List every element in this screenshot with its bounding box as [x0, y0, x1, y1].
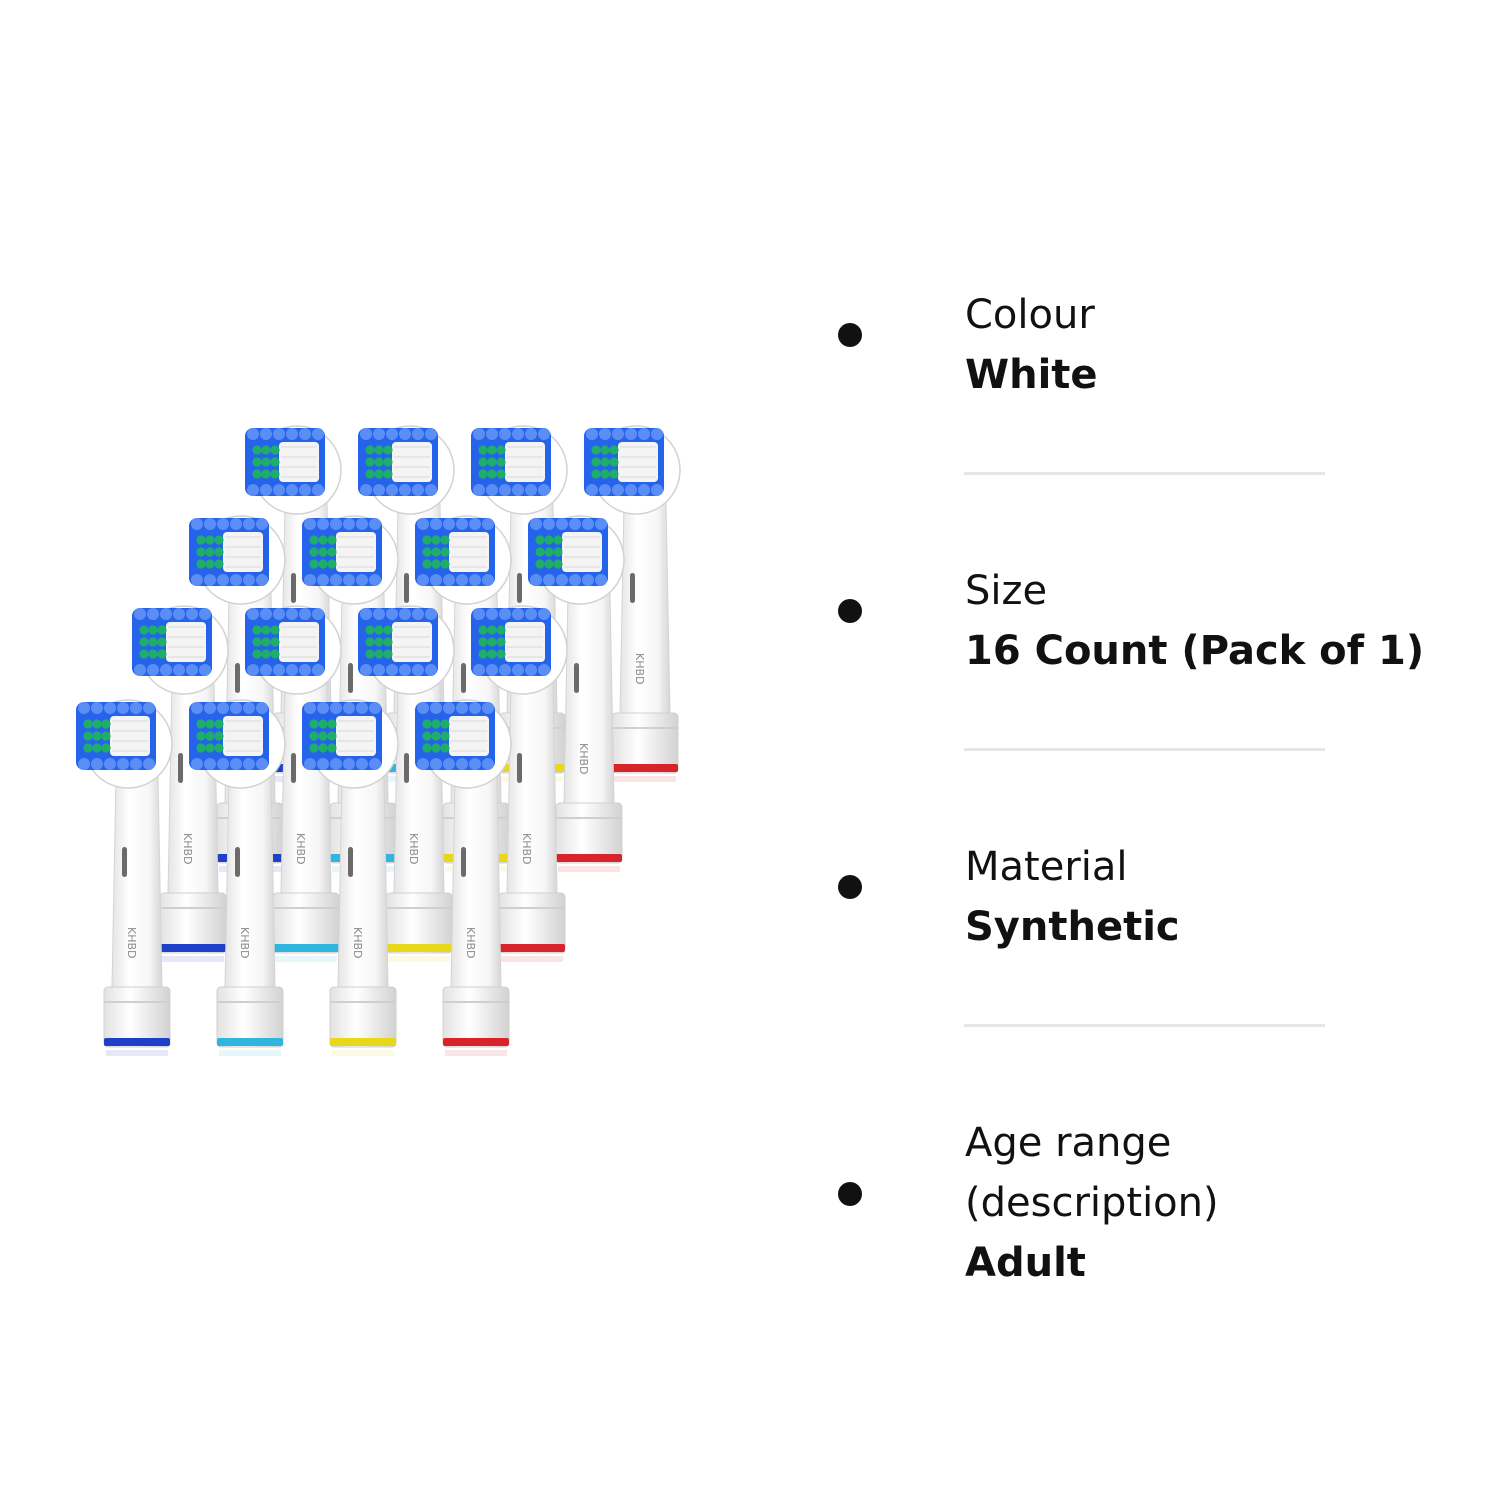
brush-head: KHBD [132, 605, 229, 962]
attribute-label: Material [965, 844, 1128, 890]
attribute-label: Age range (description) [965, 1120, 1219, 1226]
brand-mark: KHBD [181, 833, 194, 865]
brand-mark: KHBD [577, 743, 590, 775]
divider [964, 748, 1325, 751]
colour-ring [386, 944, 452, 952]
colour-ring [556, 854, 622, 862]
brush-head: KHBD [302, 699, 399, 1056]
brush-head: KHBD [471, 605, 568, 962]
brand-mark: KHBD [407, 833, 420, 865]
bullet-icon [838, 599, 862, 623]
brand-mark: KHBD [464, 927, 477, 959]
brand-mark: KHBD [351, 927, 364, 959]
brand-mark: KHBD [125, 927, 138, 959]
colour-ring [217, 1038, 283, 1046]
bullet-icon [838, 323, 862, 347]
colour-ring [499, 944, 565, 952]
brand-mark: KHBD [238, 927, 251, 959]
brush-head: KHBD [189, 699, 286, 1056]
brush-head: KHBD [584, 425, 681, 782]
brush-head: KHBD [415, 699, 512, 1056]
brush-head: KHBD [528, 515, 625, 872]
brand-mark: KHBD [520, 833, 533, 865]
attribute-value: Adult [965, 1240, 1086, 1286]
brand-mark: KHBD [633, 653, 646, 685]
bullet-icon [838, 1182, 862, 1206]
attribute-value: Synthetic [965, 904, 1180, 950]
colour-ring [160, 944, 226, 952]
attribute-value: 16 Count (Pack of 1) [965, 628, 1425, 674]
colour-ring [330, 1038, 396, 1046]
colour-ring [612, 764, 678, 772]
attribute-label: Colour [965, 292, 1095, 338]
attribute-label: Size [965, 568, 1048, 614]
brush-head: KHBD [76, 699, 173, 1056]
product-image: KHBD KHBD KHBD KHBD KHBD KHBD KHBD KHBD KHBD KHBD… [76, 425, 681, 1056]
colour-ring [443, 1038, 509, 1046]
divider [964, 472, 1325, 475]
colour-ring [104, 1038, 170, 1046]
brand-mark: KHBD [294, 833, 307, 865]
bullet-icon [838, 875, 862, 899]
attribute-value: White [965, 352, 1098, 398]
colour-ring [273, 944, 339, 952]
divider [964, 1024, 1325, 1027]
